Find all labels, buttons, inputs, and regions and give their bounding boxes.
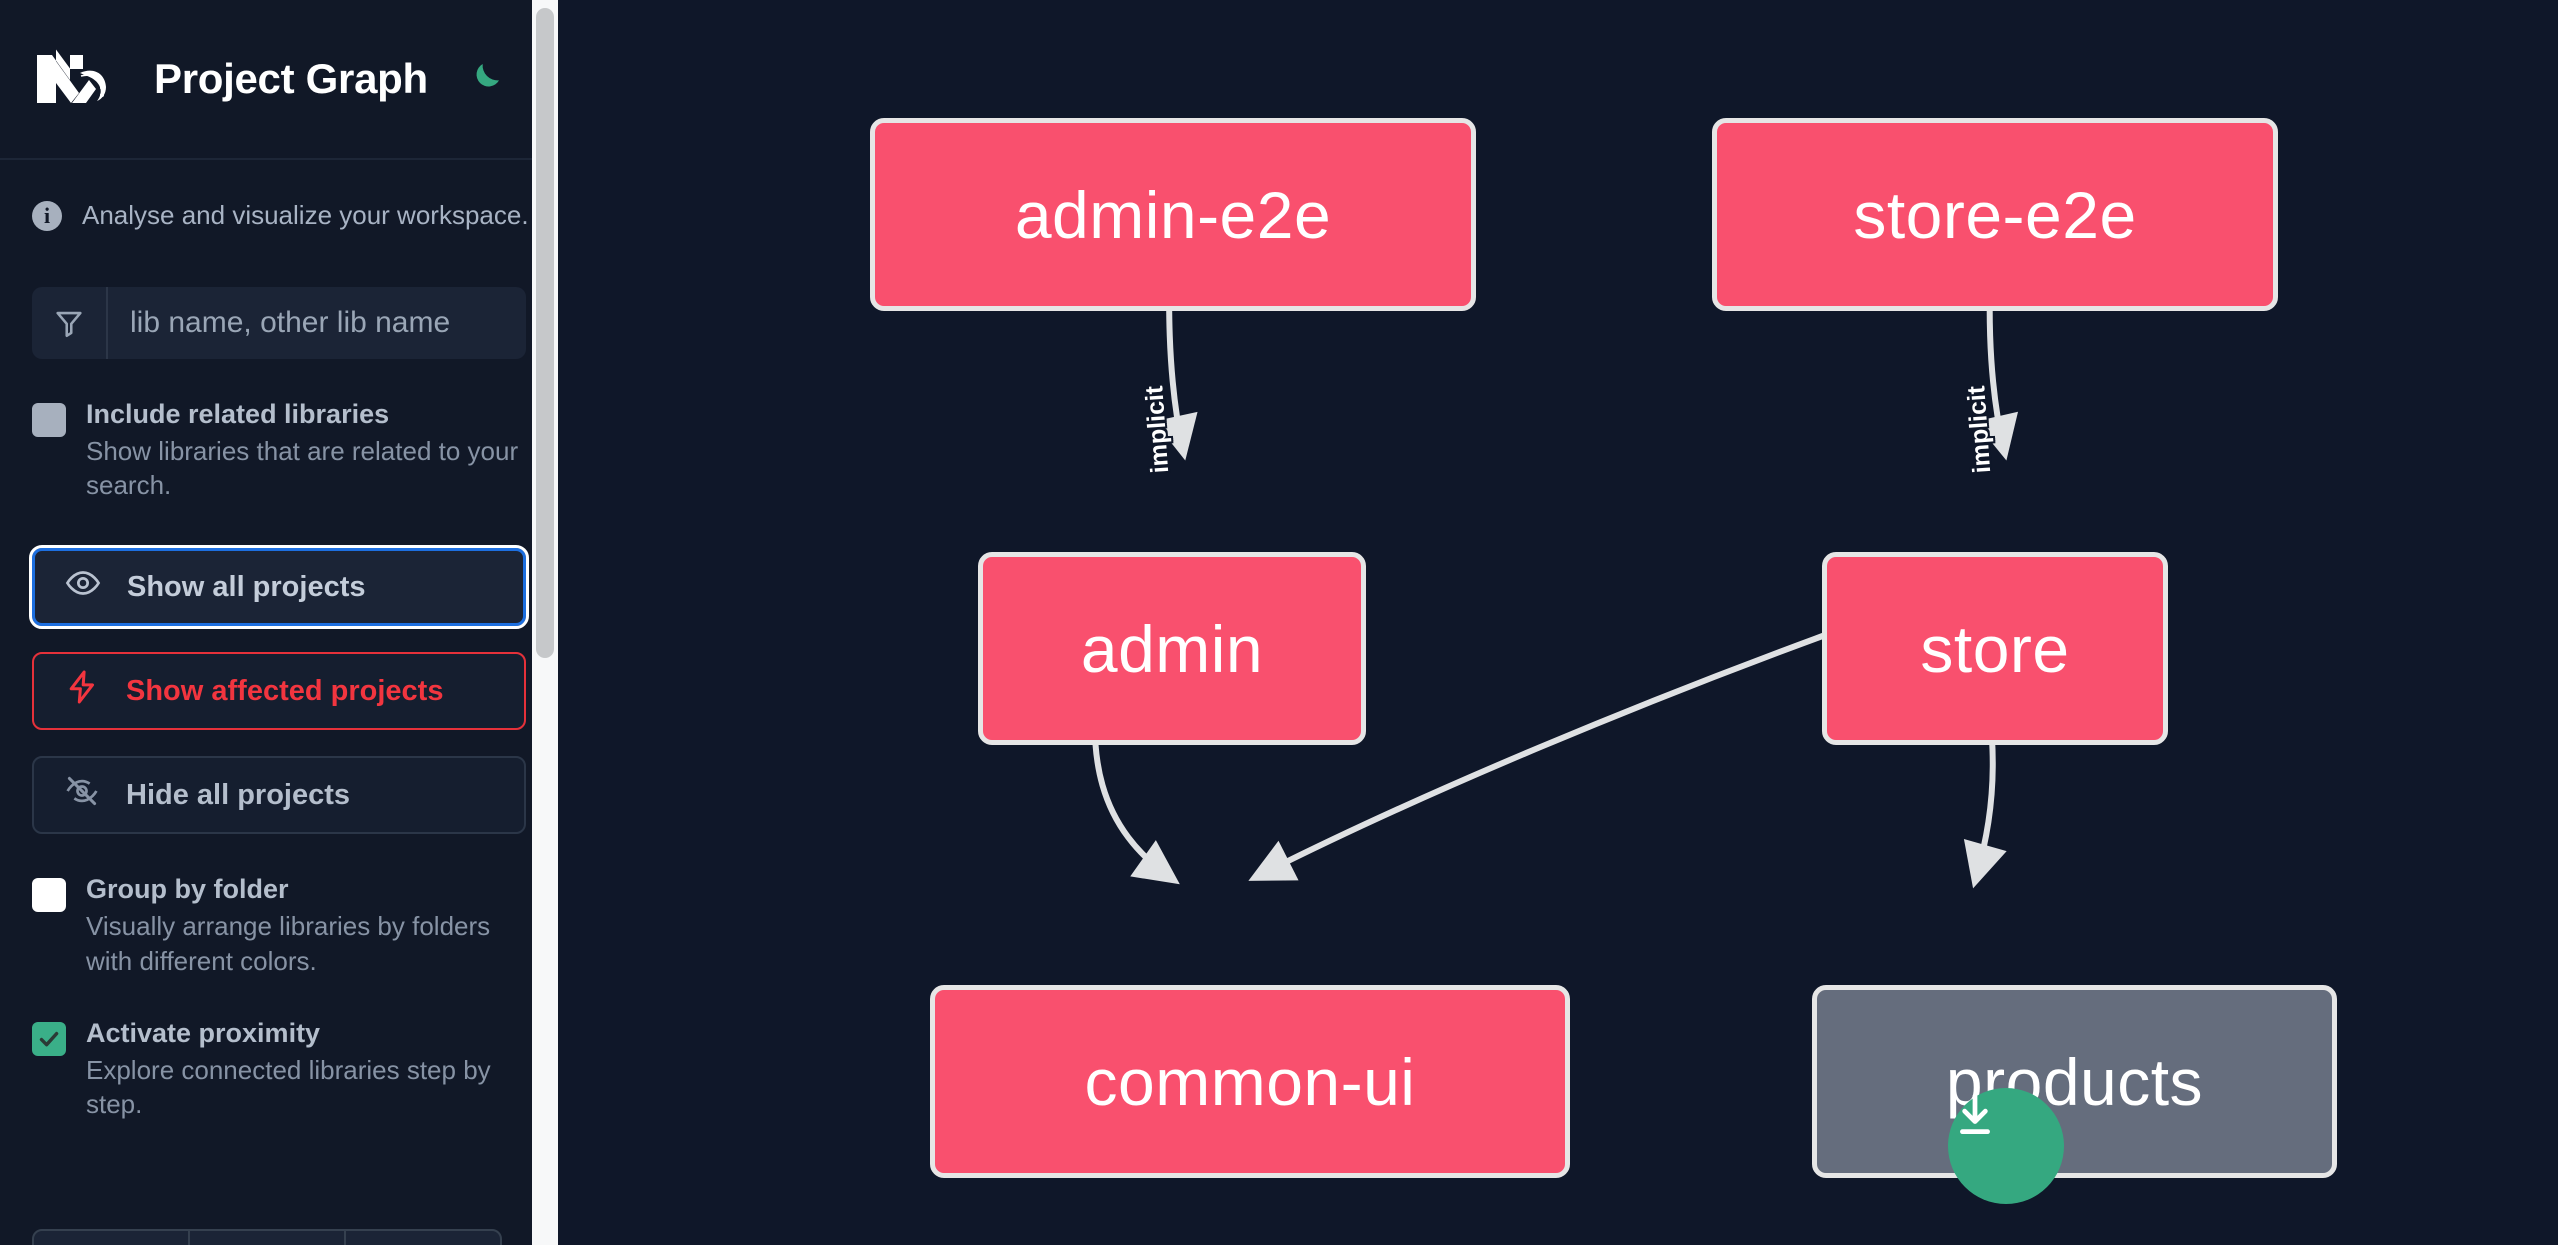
graph-node-store-e2e[interactable]: store-e2e bbox=[1712, 118, 2278, 311]
eye-off-icon bbox=[64, 773, 100, 817]
nx-logo bbox=[32, 48, 126, 110]
eye-icon bbox=[65, 565, 101, 609]
graph-node-admin[interactable]: admin bbox=[978, 552, 1366, 745]
filter-funnel-icon bbox=[32, 287, 108, 359]
show-affected-projects-label: Show affected projects bbox=[126, 674, 444, 707]
show-affected-projects-button[interactable]: Show affected projects bbox=[32, 652, 526, 731]
sidebar-scrollbar-track[interactable] bbox=[532, 0, 558, 1245]
edge-store-common-ui[interactable] bbox=[1248, 631, 1830, 881]
checkbox-group-by-folder-box[interactable] bbox=[32, 878, 66, 913]
sidebar-body: i Analyse and visualize your workspace. … bbox=[0, 160, 558, 1245]
download-graph-button[interactable] bbox=[1948, 1088, 2064, 1204]
workspace-info-text: Analyse and visualize your workspace. bbox=[82, 200, 529, 230]
checkbox-activate-proximity[interactable]: Activate proximity Explore connected lib… bbox=[32, 1018, 526, 1121]
edge-label-store-e2e-store: implicit bbox=[1962, 384, 1997, 475]
graph-node-store-e2e-label: store-e2e bbox=[1853, 177, 2137, 252]
checkbox-include-related-libraries-description: Show libraries that are related to your … bbox=[86, 435, 519, 501]
checkbox-group-by-folder-label: Group by folder bbox=[86, 874, 289, 905]
bottom-button-group-segment-3[interactable] bbox=[346, 1231, 500, 1245]
graph-node-admin-label: admin bbox=[1080, 611, 1264, 686]
graph-node-products[interactable]: products bbox=[1812, 985, 2337, 1178]
checkbox-activate-proximity-box[interactable] bbox=[32, 1021, 66, 1056]
checkbox-include-related-libraries-box[interactable] bbox=[32, 403, 66, 437]
workspace-info: i Analyse and visualize your workspace. bbox=[32, 160, 529, 231]
hide-all-projects-label: Hide all projects bbox=[126, 778, 351, 811]
graph-action-buttons: Show all projects Show affected projects bbox=[29, 545, 529, 835]
page-title: Project Graph bbox=[154, 55, 428, 102]
download-icon bbox=[1960, 1093, 1990, 1135]
checkbox-activate-proximity-label: Activate proximity bbox=[86, 1017, 321, 1048]
checkbox-include-related-libraries[interactable]: Include related libraries Show libraries… bbox=[32, 399, 526, 502]
graph-canvas[interactable]: admin-e2e store-e2e admin store common-u… bbox=[558, 0, 2558, 1245]
graph-node-admin-e2e[interactable]: admin-e2e bbox=[870, 118, 1476, 311]
graph-node-common-ui-label: common-ui bbox=[1084, 1044, 1416, 1119]
filter-search-box[interactable] bbox=[32, 287, 526, 359]
checkbox-group-by-folder-description: Visually arrange libraries by folders wi… bbox=[86, 911, 491, 976]
sidebar-header: Project Graph bbox=[0, 0, 558, 160]
checkmark-icon bbox=[39, 1031, 59, 1047]
sidebar-scrollbar-thumb[interactable] bbox=[536, 8, 554, 658]
edge-label-admin-e2e-admin: implicit bbox=[1140, 384, 1175, 475]
checkbox-include-related-libraries-label: Include related libraries bbox=[86, 399, 390, 429]
show-all-projects-button[interactable]: Show all projects bbox=[29, 545, 529, 630]
graph-node-store-label: store bbox=[1920, 611, 2070, 686]
graph-node-store[interactable]: store bbox=[1822, 552, 2168, 745]
bottom-button-group-segment-2[interactable] bbox=[190, 1231, 346, 1245]
search-input[interactable] bbox=[108, 287, 526, 359]
graph-node-admin-e2e-label: admin-e2e bbox=[1014, 177, 1332, 252]
bottom-button-group-segment-1[interactable] bbox=[34, 1231, 190, 1245]
checkbox-group-by-folder[interactable]: Group by folder Visually arrange librari… bbox=[32, 874, 526, 977]
info-icon: i bbox=[32, 200, 62, 231]
moon-icon[interactable] bbox=[462, 57, 506, 101]
show-all-projects-label: Show all projects bbox=[127, 570, 366, 603]
lightning-bolt-icon bbox=[64, 669, 100, 713]
hide-all-projects-button[interactable]: Hide all projects bbox=[32, 756, 526, 835]
graph-node-common-ui[interactable]: common-ui bbox=[930, 985, 1570, 1178]
bottom-button-group[interactable] bbox=[32, 1229, 502, 1245]
checkbox-activate-proximity-description: Explore connected libraries step by step… bbox=[86, 1054, 491, 1120]
sidebar: Project Graph i Analyse and visualize yo… bbox=[0, 0, 558, 1245]
